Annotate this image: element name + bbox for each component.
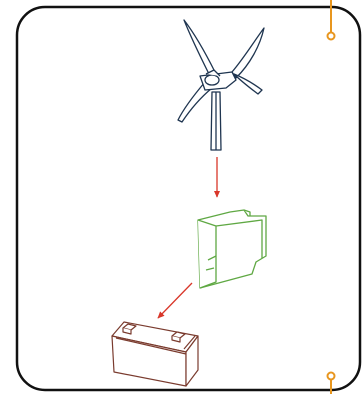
diagram-frame — [15, 5, 362, 392]
bottom-right-terminal — [326, 371, 336, 394]
battery-icon — [111, 321, 199, 387]
top-right-terminal — [326, 0, 336, 41]
charge-controller-icon — [197, 209, 267, 289]
arrow-controller-to-battery — [157, 282, 193, 319]
wind-turbine-icon — [177, 19, 265, 151]
